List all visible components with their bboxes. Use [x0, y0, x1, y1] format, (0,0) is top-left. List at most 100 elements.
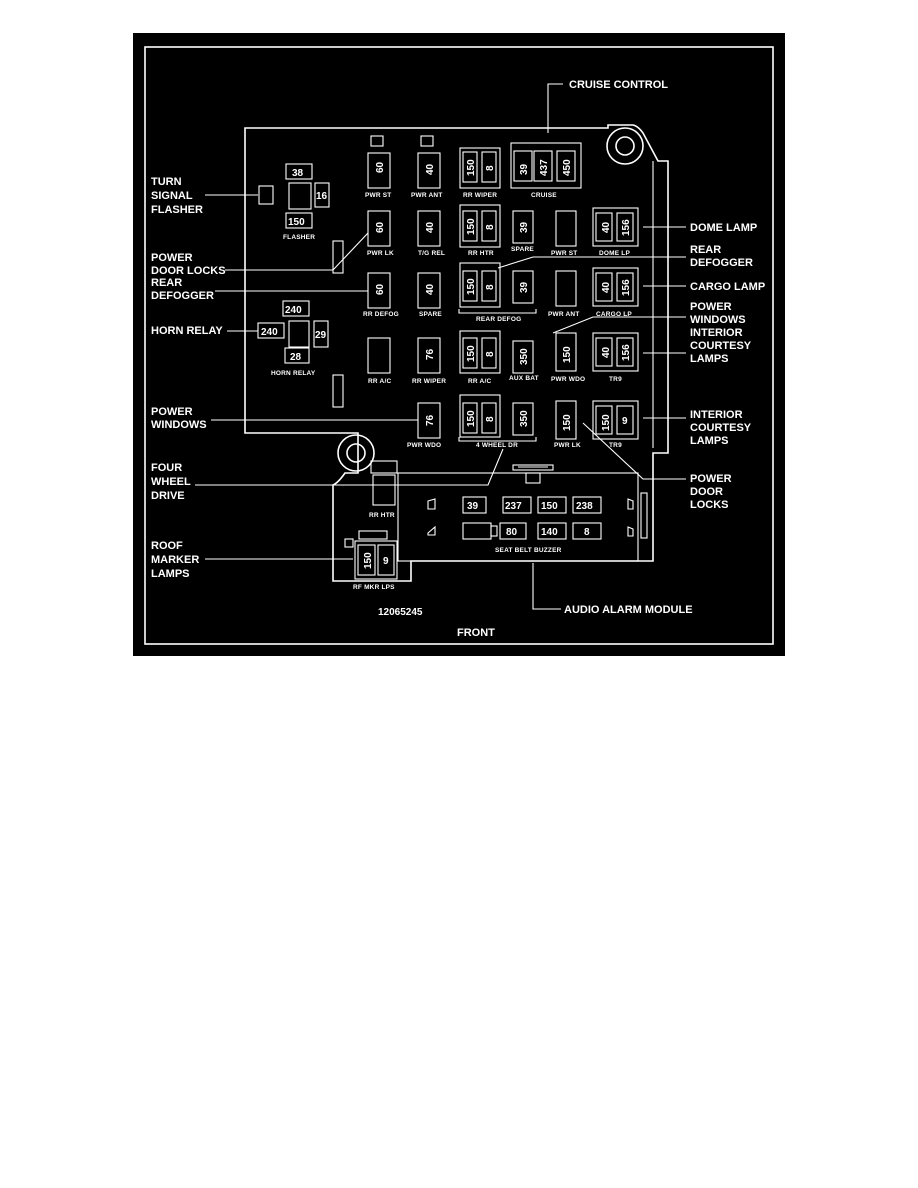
fuse-150-i: 150 [363, 552, 374, 569]
power-door-locks-left-callout-1: POWER [151, 252, 193, 264]
fuse-aux-bat: 350 AUX BAT [509, 340, 539, 382]
four-wheel-drive-leader [195, 448, 504, 486]
fuse-156-c: 156 [621, 344, 632, 361]
label-pwr-ant-1: PWR ANT [411, 192, 443, 199]
diagram-background [133, 33, 785, 656]
label-tr9-2: TR9 [609, 442, 622, 449]
label-4-wheel-dr: 4 WHEEL DR [476, 442, 518, 449]
fuse-60-b: 60 [375, 221, 386, 233]
label-pwr-lk-1: PWR LK [367, 250, 394, 257]
fuse-40-e: 40 [601, 281, 612, 293]
label-pwr-st-1: PWR ST [365, 192, 391, 199]
slot-2 [332, 374, 344, 408]
fuse-rr-wiper-1: 150 8 RR WIPER [459, 147, 501, 199]
label-rr-htr-2: RR HTR [369, 512, 395, 519]
flasher-150-box [285, 212, 313, 229]
label-aux-bat: AUX BAT [509, 375, 539, 382]
roof-marker-callout-3: LAMPS [151, 568, 190, 580]
fuse-40-a: 40 [425, 163, 436, 175]
label-pwr-st-2: PWR ST [551, 250, 577, 257]
fuse-150-h: 150 [601, 414, 612, 431]
mounting-hole-bottom [337, 434, 375, 472]
interior-courtesy-1-callout-1: INTERIOR [690, 327, 743, 339]
fuse-8-b: 8 [485, 224, 496, 230]
flasher-16-box [314, 182, 330, 208]
label-cruise: CRUISE [531, 192, 557, 199]
power-door-locks-left-callout-2: DOOR LOCKS [151, 265, 226, 277]
interior-courtesy-2-callout-2: COURTESY [690, 422, 752, 434]
cargo-lamp-callout: CARGO LAMP [690, 281, 765, 293]
fuse-tr9-1: 40 156 TR9 [592, 332, 639, 383]
fuse-rr-wiper-2: 76 RR WIPER [412, 337, 446, 385]
dome-lamp-callout: DOME LAMP [690, 222, 757, 234]
fuse-rr-defog: 60 RR DEFOG [363, 272, 399, 318]
slot-1 [332, 240, 344, 274]
mounting-hole-top [606, 127, 644, 165]
label-rr-htr-1: RR HTR [468, 250, 494, 257]
flasher-38-number: 38 [292, 168, 304, 179]
module-val-8: 8 [584, 527, 590, 538]
label-spare-2: SPARE [419, 311, 442, 318]
fuse-cruise: 39 437 450 CRUISE [510, 142, 582, 199]
fuse-pwr-ant-1: 40 PWR ANT [411, 135, 443, 199]
fuse-tr9-2: 150 9 TR9 [592, 400, 639, 449]
fuse-156-b: 156 [621, 279, 632, 296]
fuse-pwr-st-2: PWR ST [551, 210, 577, 257]
fuse-60-c: 60 [375, 283, 386, 295]
fuse-40-f: 40 [601, 346, 612, 358]
power-windows-right-callout-2: WINDOWS [690, 314, 746, 326]
module-val-80: 80 [506, 527, 518, 538]
label-cargo-lp: CARGO LP [596, 311, 632, 318]
fuse-40-b: 40 [425, 221, 436, 233]
four-wheel-drive-callout-3: DRIVE [151, 490, 185, 502]
fuse-rf-mkr-lps: 150 9 RF MKR LPS [344, 530, 398, 591]
fuse-39-a: 39 [519, 163, 530, 175]
rear-defogger-left-callout-2: DEFOGGER [151, 290, 214, 302]
label-rear-defog: REAR DEFOG [476, 316, 521, 323]
fuse-40-c: 40 [601, 221, 612, 233]
horn-29-box [313, 320, 329, 348]
fuse-150-g: 150 [562, 414, 573, 431]
horn-240-box [282, 300, 310, 317]
mounting-hole-top-inner [615, 136, 635, 156]
label-spare-1: SPARE [511, 246, 534, 253]
turn-signal-callout-2: SIGNAL [151, 190, 193, 202]
fuse-350-a: 350 [519, 348, 530, 365]
horn-29-number: 29 [315, 330, 327, 341]
fuse-156-a: 156 [621, 219, 632, 236]
power-door-locks-right-callout-3: LOCKS [690, 499, 729, 511]
fuse-rr-htr-1: 150 8 RR HTR [459, 204, 501, 257]
fuse-150-c: 150 [466, 278, 477, 295]
fuse-350-b: 350 [519, 410, 530, 427]
fuse-tg-rel: 40 T/G REL [417, 210, 445, 257]
power-windows-left-callout-2: WINDOWS [151, 419, 207, 431]
horn-relay-body [288, 320, 310, 348]
mounting-hole-bottom-inner [346, 443, 366, 463]
horn-240-number: 240 [285, 305, 302, 316]
label-rf-mkr-lps: RF MKR LPS [353, 584, 395, 591]
fuse-8-e: 8 [485, 416, 496, 422]
fuse-rear-defog: 150 8 39 REAR DEFOG [458, 262, 537, 323]
fuse-8-d: 8 [485, 351, 496, 357]
flasher-16-number: 16 [316, 191, 328, 202]
label-dome-lp: DOME LP [599, 250, 630, 257]
module-small-tab [490, 525, 498, 537]
module-box-3 [537, 496, 567, 514]
front-label: FRONT [457, 627, 495, 639]
label-pwr-ant-2: PWR ANT [548, 311, 580, 318]
horn-relay-label: HORN RELAY [271, 370, 316, 377]
roof-marker-callout-2: MARKER [151, 554, 199, 566]
power-windows-right-leader [552, 316, 686, 334]
power-door-locks-right-callout-1: POWER [690, 473, 732, 485]
fuse-40-d: 40 [425, 283, 436, 295]
label-rr-wiper-2: RR WIPER [412, 378, 446, 385]
horn-28-box [284, 347, 310, 364]
fuse-150-f: 150 [466, 410, 477, 427]
rear-defogger-right-leader [497, 256, 686, 269]
rear-defogger-right-callout-2: DEFOGGER [690, 257, 753, 269]
module-val-140: 140 [541, 527, 558, 538]
audio-alarm-module: 39 237 150 238 80 140 8 SEAT BELT BUZZER [397, 464, 648, 562]
power-windows-left-callout-1: POWER [151, 406, 193, 418]
module-box-5 [499, 522, 527, 540]
rear-defogger-left-callout-1: REAR [151, 277, 182, 289]
